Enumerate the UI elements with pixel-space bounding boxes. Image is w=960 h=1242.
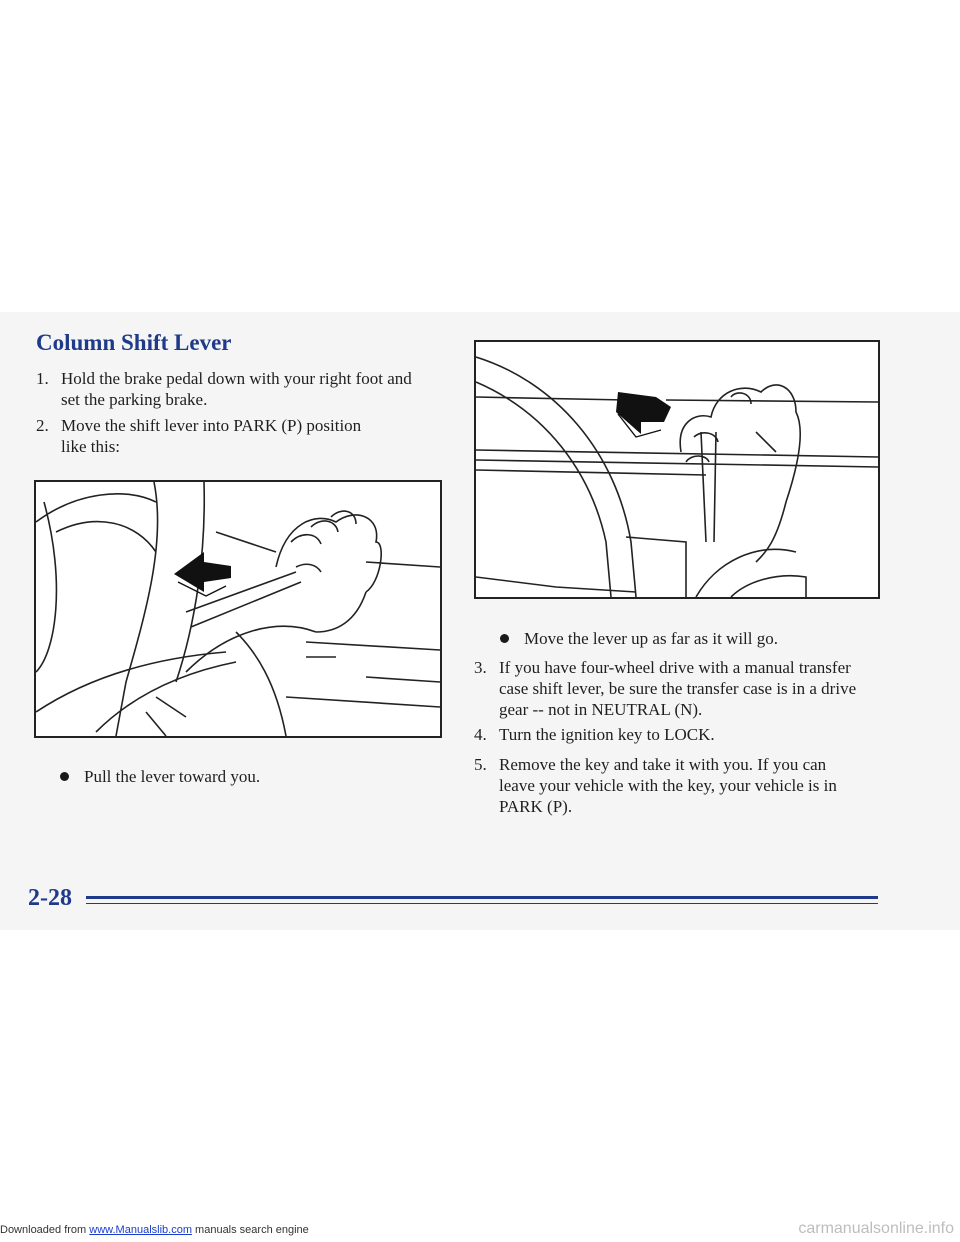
section-heading: Column Shift Lever bbox=[36, 330, 232, 355]
lever-up-drawing bbox=[475, 356, 879, 598]
step-text-line: Turn the ignition key to LOCK. bbox=[499, 725, 715, 744]
step-text-line: Remove the key and take it with you. If … bbox=[499, 755, 827, 774]
step-text-line: like this: bbox=[61, 437, 121, 456]
step-1: 1. Hold the brake pedal down with your r… bbox=[36, 368, 436, 412]
footer-rule bbox=[86, 896, 878, 899]
step-number: 5. bbox=[474, 755, 487, 774]
bullet-text: Pull the lever toward you. bbox=[84, 767, 261, 786]
download-suffix: manuals search engine bbox=[195, 1224, 309, 1236]
bullet-pull-lever: Pull the lever toward you. bbox=[60, 766, 420, 788]
bullet-icon bbox=[60, 772, 69, 781]
direction-arrow-icon bbox=[616, 392, 671, 438]
step-number: 3. bbox=[474, 658, 487, 677]
site-watermark: carmanualsonline.info bbox=[798, 1220, 954, 1237]
step-text-line: Hold the brake pedal down with your righ… bbox=[61, 369, 412, 388]
page-number: 2-28 bbox=[28, 885, 72, 911]
step-4: 4. Turn the ignition key to LOCK. bbox=[474, 724, 894, 746]
illustration-pull-lever bbox=[34, 480, 442, 738]
step-text-line: PARK (P). bbox=[499, 797, 573, 816]
step-text-line: set the parking brake. bbox=[61, 390, 208, 409]
step-text-line: Move the shift lever into PARK (P) posit… bbox=[61, 416, 362, 435]
step-text-line: leave your vehicle with the key, your ve… bbox=[499, 776, 837, 795]
bullet-icon bbox=[500, 634, 509, 643]
step-number: 4. bbox=[474, 725, 487, 744]
download-prefix: Downloaded from bbox=[0, 1224, 87, 1236]
direction-arrow-icon bbox=[174, 552, 231, 597]
step-5: 5. Remove the key and take it with you. … bbox=[474, 754, 894, 818]
step-number: 2. bbox=[36, 416, 49, 435]
step-text-line: gear -- not in NEUTRAL (N). bbox=[499, 700, 703, 719]
step-text-line: case shift lever, be sure the transfer c… bbox=[499, 679, 857, 698]
footer-rule-thin bbox=[86, 903, 878, 904]
pull-lever-drawing bbox=[35, 481, 441, 737]
bullet-text: Move the lever up as far as it will go. bbox=[524, 629, 778, 648]
step-number: 1. bbox=[36, 369, 49, 388]
step-3: 3. If you have four-wheel drive with a m… bbox=[474, 657, 894, 721]
illustration-lever-up bbox=[474, 340, 880, 599]
bullet-move-lever-up: Move the lever up as far as it will go. bbox=[500, 628, 880, 650]
step-text-line: If you have four-wheel drive with a manu… bbox=[499, 658, 851, 677]
download-banner: Downloaded from www.Manualslib.com manua… bbox=[0, 1224, 309, 1236]
manualslib-link[interactable]: www.Manualslib.com bbox=[89, 1224, 192, 1236]
step-2: 2. Move the shift lever into PARK (P) po… bbox=[36, 415, 436, 459]
